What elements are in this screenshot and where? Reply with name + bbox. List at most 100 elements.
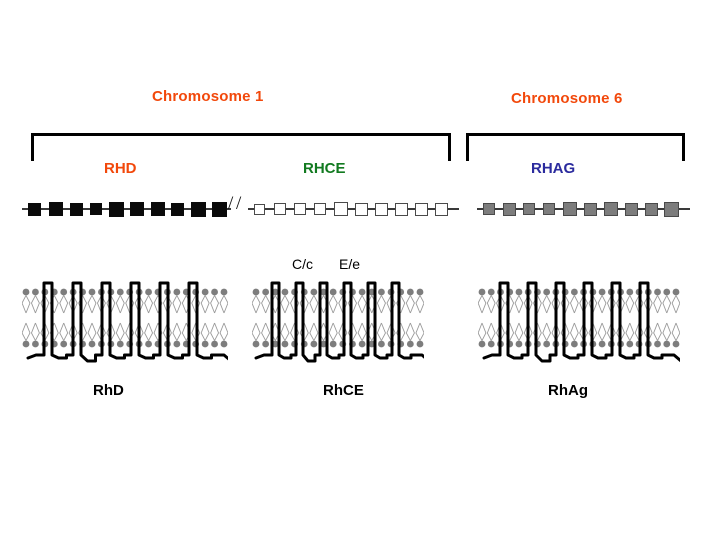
lipid-tail: [573, 295, 579, 314]
lipid-tail: [653, 322, 658, 341]
lipid-bilayer-svg: [478, 281, 680, 363]
lipid-head-group: [60, 340, 68, 348]
lipid-head-group: [329, 288, 337, 296]
lipid-head-group: [262, 340, 270, 348]
lipid-tail: [542, 322, 548, 341]
lipid-tail: [110, 322, 116, 341]
lipid-tail: [338, 322, 344, 341]
lipid-tail: [181, 322, 187, 341]
lipid-tail: [486, 295, 492, 314]
lipid-tail: [490, 322, 496, 341]
lipid-tail: [223, 322, 228, 341]
lipid-head-group: [358, 288, 366, 296]
lipid-head-group: [487, 288, 495, 296]
intron-segment: [326, 208, 334, 210]
lipid-tail: [386, 295, 392, 314]
intron-segment: [638, 208, 645, 210]
intron-segment: [495, 208, 503, 210]
intron-segment: [124, 208, 130, 210]
lipid-tail: [96, 295, 102, 314]
lipid-head-group: [672, 288, 680, 296]
lipid-tail: [634, 295, 640, 314]
lipid-tail: [110, 295, 116, 314]
intron-segment: [658, 208, 664, 210]
lipid-tail: [290, 322, 296, 341]
lipid-tail: [30, 295, 36, 314]
intron-segment: [368, 208, 375, 210]
intron-segment: [408, 208, 415, 210]
lipid-head-group: [570, 340, 578, 348]
lipid-tail: [153, 295, 159, 314]
lipid-tail: [309, 295, 315, 314]
lipid-head-group: [543, 340, 551, 348]
lipid-head-group: [368, 288, 376, 296]
lipid-head-group: [211, 288, 218, 296]
lipid-tail: [87, 322, 93, 341]
lipid-head-group: [173, 288, 181, 296]
lipid-tail: [255, 295, 261, 314]
exon-box: [314, 203, 326, 215]
lipid-tail: [53, 295, 59, 314]
intron-segment: [265, 208, 274, 210]
lipid-tail: [172, 322, 178, 341]
lipid-tail: [35, 322, 40, 341]
lipid-tail: [415, 322, 421, 341]
intron-segment: [165, 208, 171, 210]
lipid-tail: [629, 295, 635, 314]
lipid-tail: [662, 295, 668, 314]
lipid-tail: [91, 322, 97, 341]
lipid-tail: [125, 295, 131, 314]
lipid-tail: [620, 322, 625, 341]
intron-segment: [227, 208, 231, 210]
lipid-tail: [361, 295, 367, 314]
lipid-tail: [500, 322, 505, 341]
exon-box: [523, 203, 535, 215]
lipid-head-group: [252, 340, 260, 348]
lipid-tail: [313, 295, 319, 314]
lipid-tail: [223, 295, 228, 314]
lipid-tail: [162, 322, 168, 341]
exon-box: [543, 203, 555, 215]
lipid-tail: [409, 295, 415, 314]
lipid-tail: [219, 322, 225, 341]
lipid-tail: [63, 295, 69, 314]
lipid-head-group: [478, 340, 486, 348]
lipid-tail: [481, 295, 487, 314]
lipid-tail: [125, 322, 131, 341]
lipid-tail: [662, 322, 668, 341]
intron-segment: [535, 208, 543, 210]
intron-segment: [448, 208, 459, 210]
lipid-tail: [606, 295, 612, 314]
lipid-head-group: [416, 340, 424, 348]
lipid-tail: [478, 295, 483, 314]
lipid-tail: [176, 322, 182, 341]
lipid-tail: [265, 295, 271, 314]
lipid-tail: [400, 322, 406, 341]
lipid-tail: [625, 322, 631, 341]
lipid-head-group: [378, 288, 385, 296]
exon-box: [294, 203, 306, 215]
lipid-tail: [352, 295, 358, 314]
lipid-head-group: [487, 340, 495, 348]
lipid-tail: [352, 322, 358, 341]
intron-segment: [41, 208, 49, 210]
lipid-head-group: [88, 288, 96, 296]
lipid-head-group: [368, 340, 376, 348]
exon-box: [375, 202, 388, 216]
lipid-tail: [332, 322, 338, 341]
lipid-tail: [481, 322, 487, 341]
gene-track-rhce: [248, 196, 459, 222]
intron-segment: [102, 208, 109, 210]
lipid-tail: [25, 322, 31, 341]
lipid-tail: [303, 295, 309, 314]
lipid-tail: [357, 322, 363, 341]
lipid-head-group: [271, 288, 279, 296]
lipid-tail: [96, 322, 102, 341]
exon-box: [584, 202, 597, 216]
intron-segment: [516, 208, 523, 210]
lipid-tail: [82, 322, 88, 341]
lipid-head-group: [626, 340, 634, 348]
protein-backbone: [482, 281, 680, 363]
lipid-head-group: [22, 340, 30, 348]
lipid-tail: [629, 322, 635, 341]
